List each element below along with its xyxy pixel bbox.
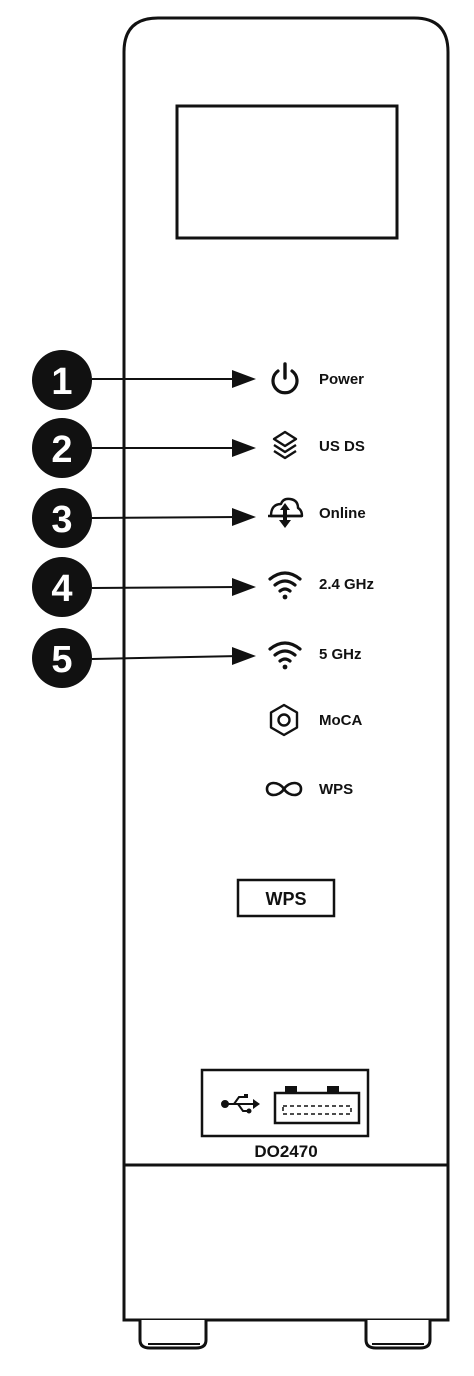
callout-arrow-5 — [91, 655, 241, 660]
wps-button-label: WPS — [265, 889, 306, 909]
arrowhead-1 — [232, 370, 256, 388]
model-number: DO2470 — [254, 1142, 317, 1161]
number-badge-3 — [32, 488, 92, 548]
number-badge-2 — [32, 418, 92, 478]
hexagon-icon — [269, 703, 299, 737]
led-label-us-ds: US DS — [319, 438, 365, 455]
led-label-online: Online — [319, 505, 366, 522]
usb-icon — [221, 1094, 260, 1114]
led-label-power: Power — [319, 371, 364, 388]
callout-arrow-4 — [91, 586, 241, 589]
number-badge-1 — [32, 350, 92, 410]
display-window — [175, 104, 399, 240]
led-label-2-4ghz: 2.4 GHz — [319, 576, 374, 593]
number-badge-4-text: 4 — [51, 568, 72, 610]
led-label-moca: MoCA — [319, 712, 362, 729]
wps-button[interactable]: WPS — [236, 878, 336, 918]
number-badge-3-text: 3 — [51, 499, 72, 541]
callout-3: 3 — [32, 488, 256, 548]
wifi-icon-5ghz — [268, 641, 302, 670]
number-badge-1-text: 1 — [51, 361, 72, 403]
number-badge-2-text: 2 — [51, 429, 72, 471]
arrowhead-5 — [232, 647, 256, 665]
led-label-wps: WPS — [319, 781, 353, 798]
callout-1: 1 — [32, 350, 256, 410]
layers-icon — [272, 430, 298, 460]
arrowhead-2 — [232, 439, 256, 457]
number-badge-5-text: 5 — [51, 639, 72, 681]
number-badge-5 — [32, 628, 92, 688]
callout-arrow-3 — [91, 516, 241, 519]
globe-arrows-icon — [268, 497, 304, 528]
usb-port[interactable] — [273, 1086, 361, 1125]
left-foot — [138, 1320, 208, 1350]
right-foot — [364, 1320, 432, 1350]
arrowhead-3 — [232, 508, 256, 526]
arrowhead-4 — [232, 578, 256, 596]
power-icon — [271, 362, 299, 395]
callout-2: 2 — [32, 418, 256, 478]
callout-4: 4 — [32, 557, 256, 617]
infinity-icon — [265, 781, 303, 797]
wifi-icon-2-4ghz — [268, 571, 302, 600]
led-label-5ghz: 5 GHz — [319, 646, 362, 663]
number-badge-4 — [32, 557, 92, 617]
callout-5: 5 — [32, 628, 256, 688]
